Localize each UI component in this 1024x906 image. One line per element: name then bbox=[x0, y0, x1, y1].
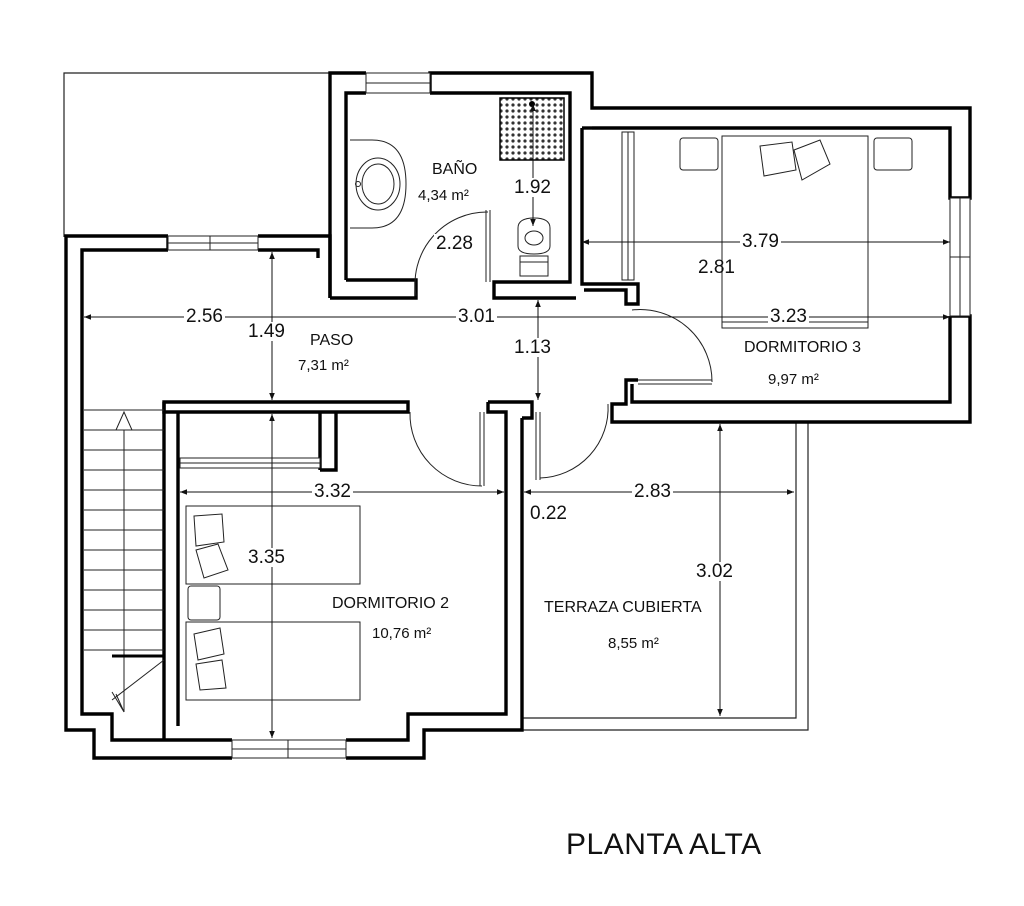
dim-bath-width: 2.28 bbox=[434, 233, 475, 254]
room-name-dormitorio-2: DORMITORIO 2 bbox=[332, 595, 450, 612]
dim-dorm3-height: 2.81 bbox=[698, 257, 735, 278]
room-name-dormitorio-3: DORMITORIO 3 bbox=[744, 339, 862, 356]
room-area-bano: 4,34 m² bbox=[418, 187, 469, 204]
washbasin bbox=[350, 139, 407, 229]
dim-terrace-height: 3.02 bbox=[694, 561, 735, 582]
plan-title: PLANTA ALTA bbox=[566, 828, 762, 861]
room-area-terraza: 8,55 m² bbox=[608, 635, 659, 652]
dim-terrace-width: 2.83 bbox=[632, 481, 673, 502]
toilet bbox=[517, 217, 551, 277]
terrace-outline bbox=[522, 422, 809, 731]
room-name-bano: BAÑO bbox=[432, 161, 478, 178]
dim-paso-height: 1.49 bbox=[246, 321, 287, 342]
double-bed bbox=[679, 135, 913, 329]
dim-dorm2-width: 3.32 bbox=[312, 481, 353, 502]
room-name-paso: PASO bbox=[310, 332, 354, 349]
room-area-paso: 7,31 m² bbox=[298, 357, 349, 374]
dim-door-gap: 1.13 bbox=[512, 337, 553, 358]
dim-paso-width: 3.01 bbox=[456, 306, 497, 327]
dim-stair-width: 2.56 bbox=[184, 306, 225, 327]
walls bbox=[64, 71, 972, 760]
roof-outline bbox=[63, 72, 331, 237]
doors bbox=[409, 210, 713, 487]
room-area-dormitorio-3: 9,97 m² bbox=[768, 371, 819, 388]
shower-tray bbox=[499, 97, 565, 161]
dim-dorm3-inner: 3.23 bbox=[768, 306, 809, 327]
dim-dorm3-width: 3.79 bbox=[740, 231, 781, 252]
dim-bath-height: 1.92 bbox=[512, 177, 553, 198]
dim-wall-thickness: 0.22 bbox=[530, 503, 567, 524]
room-name-terraza: TERRAZA CUBIERTA bbox=[544, 599, 702, 616]
room-area-dormitorio-2: 10,76 m² bbox=[372, 625, 432, 642]
stairs bbox=[84, 409, 165, 713]
dim-dorm2-height: 3.35 bbox=[246, 547, 287, 568]
